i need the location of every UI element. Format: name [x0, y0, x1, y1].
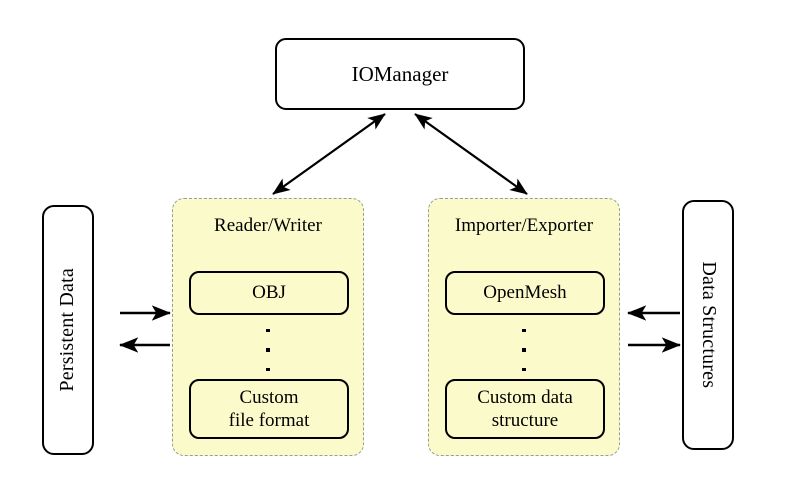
io-manager-label: IOManager — [351, 61, 449, 86]
node-custom-data-structure[interactable]: Custom data structure — [445, 379, 605, 439]
node-custom-data-structure-line2: structure — [491, 410, 559, 431]
panel-importer-exporter-title: Importer/Exporter — [454, 215, 594, 236]
node-persistent-data[interactable]: Persistent Data — [42, 205, 94, 455]
node-obj[interactable]: OBJ — [189, 271, 349, 315]
node-custom-file-format[interactable]: Custom file format — [189, 379, 349, 439]
arrow-manager-importer-exporter — [414, 113, 528, 195]
persistent-data-label: Persistent Data — [56, 268, 79, 392]
node-custom-data-structure-line1: Custom data — [477, 386, 573, 408]
ellipsis-icon-reader-writer — [173, 329, 363, 371]
data-structures-label: Data Structures — [697, 261, 720, 389]
arrow-manager-reader-writer — [272, 113, 386, 195]
ellipsis-icon-importer-exporter — [429, 329, 619, 371]
node-openmesh[interactable]: OpenMesh — [445, 271, 605, 315]
node-custom-file-format-line2: file format — [228, 410, 310, 431]
node-data-structures[interactable]: Data Structures — [682, 200, 734, 450]
node-custom-file-format-line1: Custom — [239, 386, 299, 408]
node-obj-label: OBJ — [252, 282, 286, 304]
panel-importer-exporter[interactable]: Importer/Exporter OpenMesh Custom data s… — [428, 198, 620, 456]
panel-reader-writer[interactable]: Reader/Writer OBJ Custom file format — [172, 198, 364, 456]
node-io-manager[interactable]: IOManager — [275, 38, 525, 110]
node-openmesh-label: OpenMesh — [483, 282, 567, 304]
panel-reader-writer-title: Reader/Writer — [214, 215, 322, 236]
